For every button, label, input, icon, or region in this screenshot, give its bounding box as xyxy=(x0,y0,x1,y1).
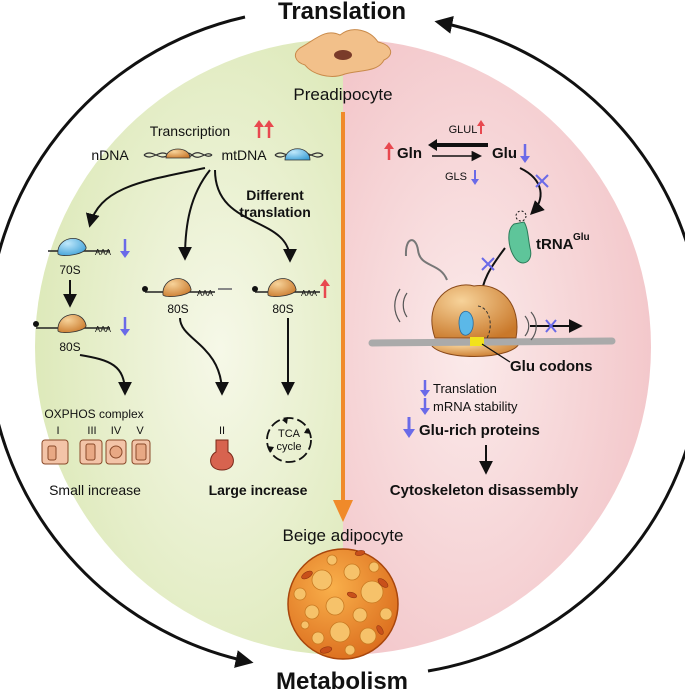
effect-down-arrow-2-icon xyxy=(420,398,430,415)
label-translation-sub: translation xyxy=(239,204,311,220)
title-metabolism: Metabolism xyxy=(276,668,408,691)
glu-residue-dashed-icon xyxy=(515,210,527,222)
label-mtdna: mtDNA xyxy=(221,147,267,163)
label-ndna: nDNA xyxy=(91,147,129,163)
effect-down-arrow-3-icon xyxy=(403,417,415,438)
label-large-increase: Large increase xyxy=(209,482,308,498)
label-80s-right: 80S xyxy=(272,302,293,316)
label-complex-ii: II xyxy=(219,425,225,437)
glul-up-arrow-icon xyxy=(477,120,485,134)
polya-80s-middle: AAA xyxy=(197,289,214,298)
oxphos-complexes-icon xyxy=(41,439,151,465)
label-tca: TCA xyxy=(278,428,301,440)
label-complex-iii: III xyxy=(87,425,96,437)
label-80s-left: 80S xyxy=(59,340,80,354)
gln-up-arrow-icon xyxy=(384,142,394,160)
arrow-to-80s-middle xyxy=(178,169,211,261)
beige-adipocyte-cell-icon xyxy=(287,548,399,660)
complex-ii-icon xyxy=(210,439,234,471)
label-80s-middle: 80S xyxy=(167,302,188,316)
transcription-up-arrows-icon xyxy=(254,120,274,138)
blocked-x-icon xyxy=(535,174,549,188)
label-glu: Glu xyxy=(492,145,517,162)
label-cytoskeleton-disassembly: Cytoskeleton disassembly xyxy=(390,482,579,499)
down-arrow-70s-icon xyxy=(120,239,130,258)
label-complex-i: I xyxy=(56,425,59,437)
label-gls: GLS xyxy=(445,171,467,183)
thick-arrow-head xyxy=(428,139,437,151)
label-cycle: cycle xyxy=(276,441,301,453)
label-complex-v: V xyxy=(136,425,144,437)
preadipocyte-cell-icon xyxy=(294,29,392,77)
mrna-strand xyxy=(368,337,616,347)
label-beige-adipocyte: Beige adipocyte xyxy=(283,526,404,545)
arrow-to-70s xyxy=(85,167,206,228)
glu-codon-highlight xyxy=(470,337,484,346)
ribosome-motion-lines-icon xyxy=(524,311,537,341)
outer-arc-left-arrow xyxy=(0,15,254,668)
title-translation: Translation xyxy=(278,0,406,25)
ribosome-80s-middle-icon xyxy=(142,278,232,297)
label-trna-superscript: Glu xyxy=(573,232,590,243)
label-effect-translation: Translation xyxy=(433,381,497,396)
label-different: Different xyxy=(246,187,304,203)
label-oxphos-complex: OXPHOS complex xyxy=(44,407,143,421)
outer-arc-right-arrow xyxy=(427,16,685,673)
ndna-helix-icon xyxy=(143,148,213,159)
ribosome-80s-left-icon xyxy=(33,314,110,333)
ribosome-70s-icon xyxy=(48,238,110,256)
label-complex-iv: IV xyxy=(111,425,122,437)
polya-80s-right: AAA xyxy=(301,289,318,298)
ribosome-80s-right-icon xyxy=(252,278,320,297)
polya-70s: AAA xyxy=(95,248,112,257)
label-effect-mrna-stability: mRNA stability xyxy=(433,399,518,414)
blocked-x-icon-2 xyxy=(481,257,495,271)
tca-cycle-icon xyxy=(266,417,312,463)
label-70s: 70S xyxy=(59,263,80,277)
effect-down-arrow-1-icon xyxy=(420,380,430,397)
label-glul: GLUL xyxy=(449,124,478,136)
blocked-x-icon-3 xyxy=(545,319,557,333)
gls-down-arrow-icon xyxy=(471,170,479,185)
down-arrow-80s-left-icon xyxy=(120,317,130,336)
arrow-glu-to-trna xyxy=(519,167,545,215)
up-arrow-80s-right-icon xyxy=(320,279,330,298)
glu-down-arrow-icon xyxy=(520,144,530,163)
arrow-to-oxphos xyxy=(79,354,132,396)
mtdna-helix-icon xyxy=(274,148,324,161)
arrow-to-complex-ii xyxy=(179,317,229,396)
glu-codons-leader xyxy=(481,343,511,363)
label-transcription: Transcription xyxy=(150,123,230,139)
polya-80s-left: AAA xyxy=(95,325,112,334)
label-gln: Gln xyxy=(397,145,422,162)
label-glu-codons: Glu codons xyxy=(510,358,593,375)
label-small-increase: Small increase xyxy=(49,482,141,498)
trna-icon xyxy=(508,221,532,264)
label-glu-rich-proteins: Glu-rich proteins xyxy=(419,422,540,439)
label-preadipocyte: Preadipocyte xyxy=(293,85,392,104)
arrow-to-80s-right xyxy=(214,169,297,263)
central-arrow-head xyxy=(333,500,353,522)
label-trna: tRNA xyxy=(536,236,574,253)
